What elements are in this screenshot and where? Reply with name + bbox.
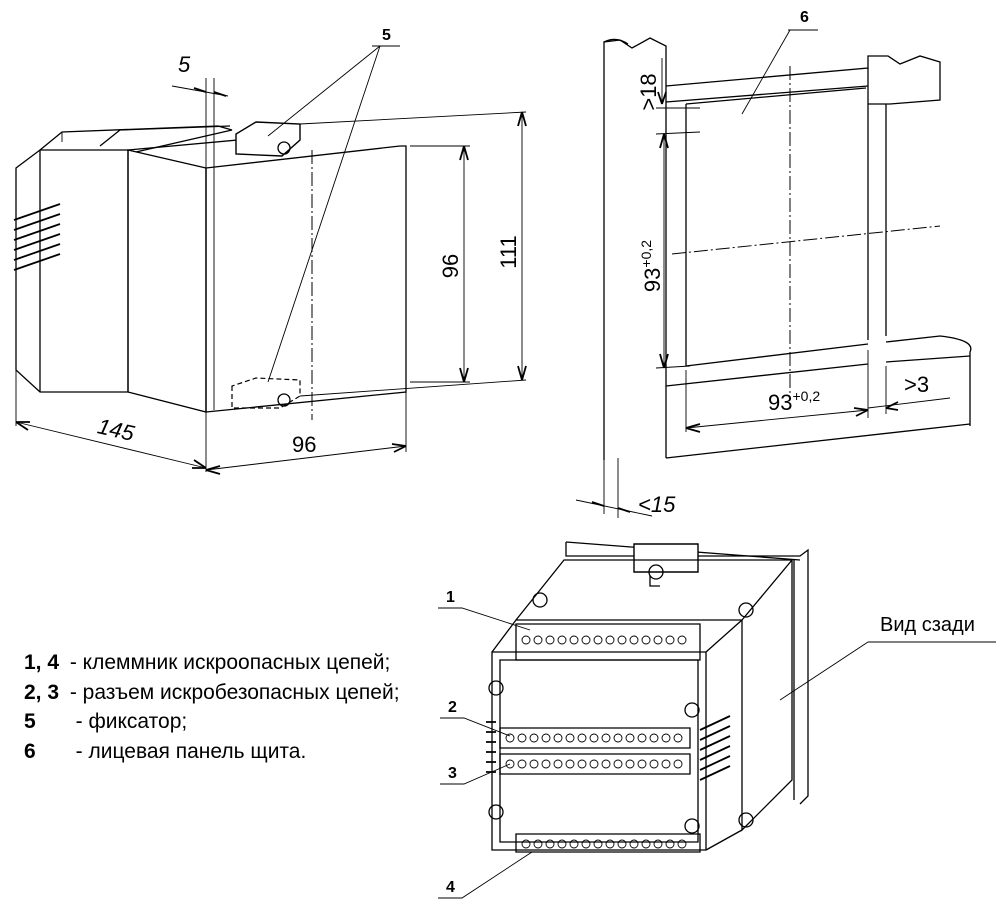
legend-text: - лицевая панель щита. <box>64 739 307 763</box>
tolerance-horizontal: +0,2 <box>792 388 820 404</box>
legend: 1, 4 - клеммник искроопасных цепей; 2, 3… <box>24 648 400 766</box>
connector-3 <box>505 759 683 769</box>
panel-cutout-view: >18 93+0,2 93+0,2 >3 <15 6 <box>575 9 972 518</box>
dim-111-height: 111 <box>496 235 521 268</box>
legend-text: - разъем искробезопасных цепей; <box>64 680 400 704</box>
callout-5: 5 <box>382 27 391 44</box>
callout-3: 3 <box>448 765 457 782</box>
rear-view-label: Вид сзади <box>880 614 975 636</box>
dim-96-width: 96 <box>292 432 316 457</box>
device-side-view: 96 111 5 145 96 5 <box>13 27 527 475</box>
legend-num: 6 <box>24 739 36 763</box>
legend-item-1-4: 1, 4 - клеммник искроопасных цепей; <box>24 648 400 678</box>
legend-num: 2, 3 <box>24 680 60 704</box>
dim-min-3: >3 <box>904 372 929 397</box>
callout-4: 4 <box>446 879 455 896</box>
callout-6: 6 <box>800 9 809 26</box>
tolerance-vertical: +0,2 <box>638 240 654 268</box>
dim-max-15: <15 <box>638 492 676 517</box>
device-rear-view: 1 2 3 4 <box>438 541 996 899</box>
callout-1: 1 <box>446 589 455 606</box>
dim-min-18: >18 <box>636 73 661 110</box>
legend-text: - клеммник искроопасных цепей; <box>64 651 391 674</box>
connector-2 <box>505 733 683 743</box>
terminal-block-4 <box>521 839 687 849</box>
dim-5: 5 <box>178 52 191 77</box>
legend-text: - фиксатор; <box>64 710 188 733</box>
legend-num: 5 <box>24 710 36 733</box>
legend-item-6: 6 - лицевая панель щита. <box>24 737 400 767</box>
legend-item-5: 5 - фиксатор; <box>24 707 400 737</box>
legend-num: 1, 4 <box>24 651 60 674</box>
dim-93-vertical: 93+0,2 <box>638 240 665 292</box>
dim-145: 145 <box>95 413 137 446</box>
terminal-block-1 <box>521 635 687 645</box>
dim-96-height: 96 <box>438 254 463 278</box>
callout-2: 2 <box>448 699 457 716</box>
vent-slots <box>13 203 61 271</box>
legend-item-2-3: 2, 3 - разъем искробезопасных цепей; <box>24 678 400 708</box>
dim-93-horizontal: 93+0,2 <box>768 388 820 415</box>
